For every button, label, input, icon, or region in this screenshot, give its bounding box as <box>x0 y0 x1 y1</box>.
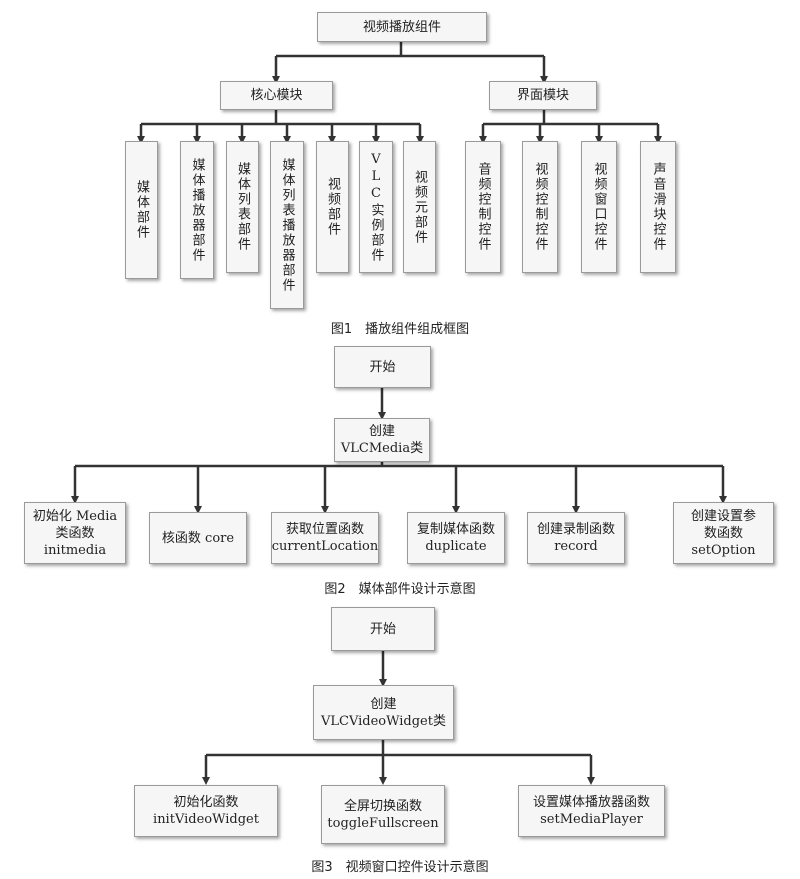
f1-media-list-part-box: 媒体列表部件 <box>226 141 259 273</box>
f1-ui-module-box: 界面模块 <box>489 81 597 110</box>
f1-video-meta-part-box: 视频元部件 <box>403 141 436 273</box>
f1-audio-control-box: 音频控制控件 <box>465 141 501 273</box>
f2-duplicate-box: 复制媒体函数 duplicate <box>407 512 505 564</box>
f3-togglefullscreen-box: 全屏切换函数 toggleFullscreen <box>321 785 445 844</box>
f1-video-control-box: 视频控制控件 <box>522 141 558 273</box>
f2-start-box: 开始 <box>334 346 431 388</box>
f1-video-part-box: 视频部件 <box>316 141 349 273</box>
f1-media-player-part-box: 媒体播放器部件 <box>180 141 214 279</box>
f3-create-box: 创建 VLCVideoWidget类 <box>313 685 454 740</box>
f3-create-connector <box>206 740 591 757</box>
f1-media-list-player-part-box: 媒体列表播放器部件 <box>270 141 304 309</box>
f3-start-box: 开始 <box>331 607 435 651</box>
f1-media-part-box: 媒体部件 <box>125 141 158 279</box>
f2-caption: 图2 媒体部件设计示意图 <box>324 582 476 597</box>
f1-video-window-control-box: 视频窗口控件 <box>581 141 617 273</box>
f3-caption: 图3 视频窗口控件设计示意图 <box>311 860 489 875</box>
f1-core-branches <box>139 124 422 138</box>
f3-branches <box>204 755 593 779</box>
f2-core-box: 核函数 core <box>149 512 247 564</box>
f1-caption: 图1 播放组件组成框图 <box>330 322 470 337</box>
f1-ui-branches <box>481 124 660 138</box>
f1-root-box: 视频播放组件 <box>317 12 487 42</box>
f3-setmediaplayer-box: 设置媒体播放器函数 setMediaPlayer <box>518 785 665 837</box>
f2-create-connector <box>75 462 723 468</box>
f1-volume-slider-control-box: 声音滑块控件 <box>640 141 676 273</box>
f2-record-box: 创建录制函数 record <box>527 512 625 564</box>
f1-core-module-box: 核心模块 <box>220 81 333 110</box>
f2-currentlocation-box: 获取位置函数 currentLocation <box>271 512 379 564</box>
f1-root-connector <box>274 42 546 78</box>
f1-core-connector <box>141 110 420 126</box>
f2-branches <box>73 466 725 508</box>
f2-setoption-box: 创建设置参 数函数 setOption <box>673 502 774 564</box>
f1-vlc-instance-part-box: VLC实例部件 <box>359 141 393 273</box>
f3-initvideowidget-box: 初始化函数 initVideoWidget <box>134 785 278 837</box>
f2-initmedia-box: 初始化 Media 类函数 initmedia <box>24 502 126 564</box>
f1-ui-connector <box>483 110 658 126</box>
f2-create-box: 创建 VLCMedia类 <box>334 418 430 462</box>
